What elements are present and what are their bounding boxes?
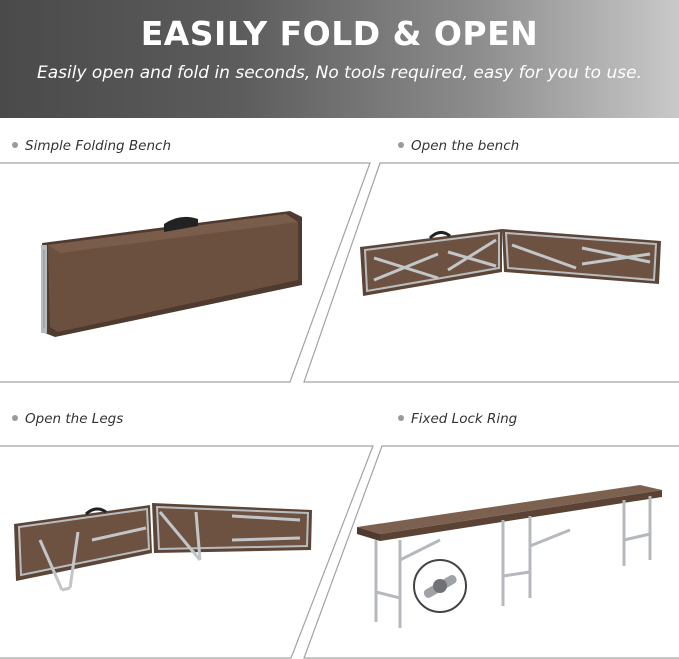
header-banner: EASILY FOLD & OPEN Easily open and fold … (0, 0, 679, 118)
open-legs-image (14, 503, 312, 592)
bullet-icon (12, 415, 18, 421)
folded-bench-image (41, 211, 302, 337)
panel-label-folding-bench: Simple Folding Bench (12, 138, 171, 154)
carry-handle-icon (428, 231, 451, 240)
bullet-icon (398, 415, 404, 421)
lock-ring-image (357, 485, 662, 628)
carry-handle-icon (164, 216, 198, 232)
bullet-icon (398, 142, 404, 148)
page-subtitle: Easily open and fold in seconds, No tool… (37, 63, 642, 83)
panel-label-open-bench: Open the bench (398, 138, 519, 154)
open-bench-image (360, 229, 661, 296)
page-title: EASILY FOLD & OPEN (140, 14, 539, 53)
panel-dividers (0, 162, 679, 659)
bullet-icon (12, 142, 18, 148)
panel-label-lock-ring: Fixed Lock Ring (398, 411, 517, 427)
carry-handle-icon (84, 507, 107, 516)
panel-label-open-legs: Open the Legs (12, 411, 123, 427)
